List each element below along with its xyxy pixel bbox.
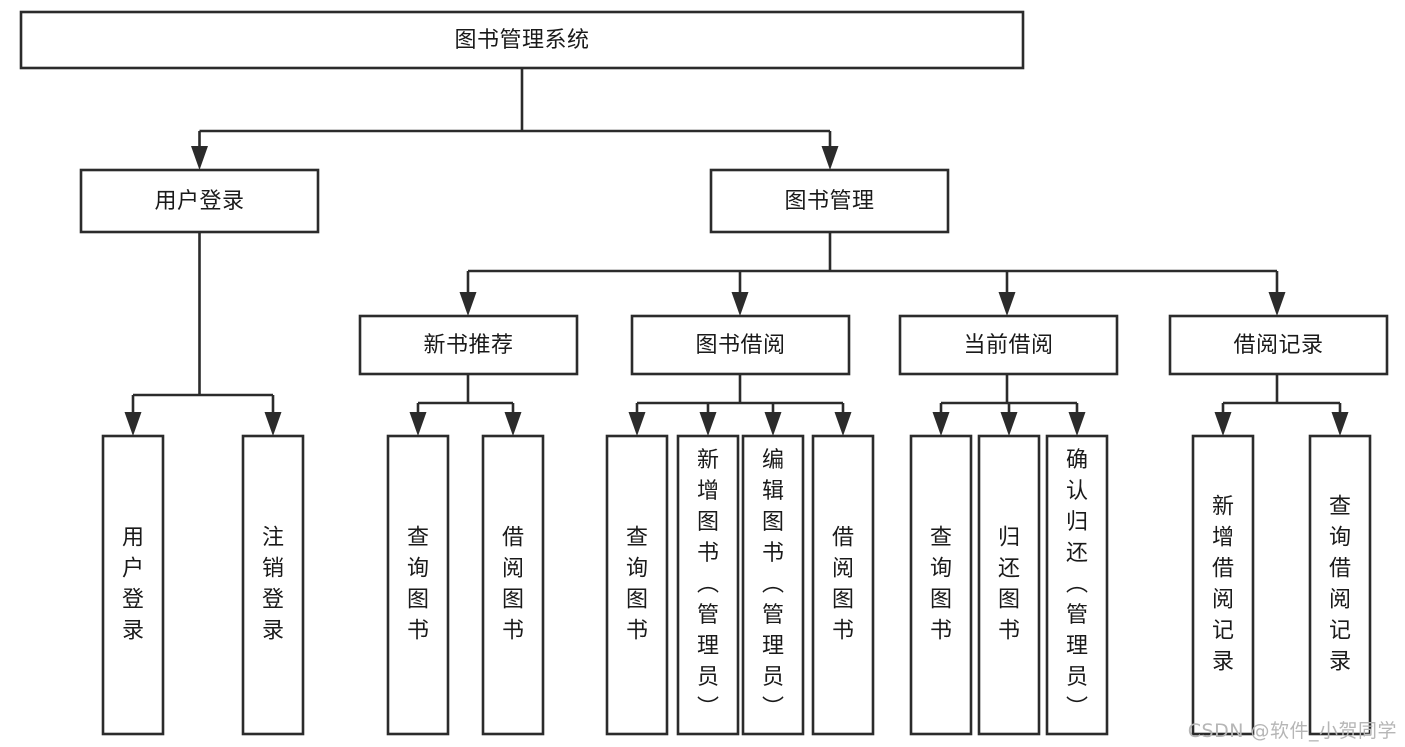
arrowhead-leaf-add-record: [1214, 412, 1232, 436]
node-book-mgmt[interactable]: 图书管理: [709, 168, 950, 234]
node-root[interactable]: 图书管理系统: [19, 10, 1025, 70]
node-new-book-rec[interactable]: 新书推荐: [358, 314, 579, 376]
arrowhead-new-book-rec: [459, 292, 477, 316]
arrowhead-leaf-add-book: [699, 412, 717, 436]
node-book-mgmt-box[interactable]: [709, 168, 950, 234]
csdn-watermark: CSDN @软件_小贺同学: [1187, 720, 1397, 742]
node-leaf-borrow-book-a[interactable]: 借阅图书: [481, 434, 545, 736]
node-leaf-query-record-label: 查询借阅记录: [1329, 495, 1351, 675]
node-leaf-query-book-a[interactable]: 查询图书: [386, 434, 450, 736]
node-leaf-borrow-book-b[interactable]: 借阅图书: [811, 434, 875, 736]
node-leaf-add-record-label: 新增借阅记录: [1212, 495, 1234, 675]
arrowhead-leaf-confirm-return: [1068, 412, 1086, 436]
node-leaf-borrow-book-a-box[interactable]: [481, 434, 545, 736]
node-leaf-edit-book-box[interactable]: [741, 434, 805, 736]
node-leaf-return-book-label: 归还图书: [998, 526, 1020, 644]
node-leaf-add-book-box[interactable]: [676, 434, 740, 736]
arrowhead-leaf-edit-book: [764, 412, 782, 436]
node-leaf-borrow-book-a-label: 借阅图书: [502, 526, 524, 644]
node-leaf-edit-book-label: 编辑图书︵管理员︶: [762, 448, 784, 721]
node-leaf-query-book-a-box[interactable]: [386, 434, 450, 736]
arrowhead-leaf-borrow-book-a: [504, 412, 522, 436]
node-leaf-user-login-box[interactable]: [101, 434, 165, 736]
arrowhead-leaf-query-book-a: [409, 412, 427, 436]
node-current-borrow-box[interactable]: [898, 314, 1119, 376]
node-leaf-query-book-c[interactable]: 查询图书: [909, 434, 973, 736]
node-borrow-record-label: 借阅记录: [1233, 333, 1323, 358]
node-root-box[interactable]: [19, 10, 1025, 70]
node-borrow-record[interactable]: 借阅记录: [1168, 314, 1389, 376]
node-leaf-return-book[interactable]: 归还图书: [977, 434, 1041, 736]
node-user-login[interactable]: 用户登录: [79, 168, 320, 234]
node-borrow-record-box[interactable]: [1168, 314, 1389, 376]
node-leaf-add-book-label: 新增图书︵管理员︶: [697, 448, 719, 721]
node-leaf-edit-book[interactable]: 编辑图书︵管理员︶: [741, 434, 805, 736]
node-leaf-add-book[interactable]: 新增图书︵管理员︶: [676, 434, 740, 736]
node-leaf-query-book-b-label: 查询图书: [626, 526, 648, 644]
node-leaf-logout-login-label: 注销登录: [262, 526, 284, 644]
arrowhead-borrow-record: [1268, 292, 1286, 316]
node-new-book-rec-box[interactable]: [358, 314, 579, 376]
arrowhead-leaf-borrow-book-b: [834, 412, 852, 436]
node-leaf-query-record-box[interactable]: [1308, 434, 1372, 736]
arrowhead-book-borrow: [731, 292, 749, 316]
edge-layer: [124, 68, 1349, 436]
arrowhead-leaf-query-book-c: [932, 412, 950, 436]
arrowhead-user-login: [191, 146, 208, 170]
node-leaf-add-record[interactable]: 新增借阅记录: [1191, 434, 1255, 736]
node-leaf-add-record-box[interactable]: [1191, 434, 1255, 736]
node-book-borrow-box[interactable]: [630, 314, 851, 376]
arrowhead-current-borrow: [998, 292, 1016, 316]
node-leaf-query-book-b-box[interactable]: [605, 434, 669, 736]
node-book-mgmt-label: 图书管理: [784, 189, 874, 214]
node-leaf-return-book-box[interactable]: [977, 434, 1041, 736]
node-leaf-confirm-return-box[interactable]: [1045, 434, 1109, 736]
arrowhead-leaf-query-record: [1331, 412, 1349, 436]
node-leaf-query-book-b[interactable]: 查询图书: [605, 434, 669, 736]
node-leaf-user-login-label: 用户登录: [122, 526, 144, 644]
node-leaf-query-book-a-label: 查询图书: [407, 526, 429, 644]
node-book-borrow[interactable]: 图书借阅: [630, 314, 851, 376]
node-leaf-borrow-book-b-box[interactable]: [811, 434, 875, 736]
arrowhead-leaf-query-book-b: [628, 412, 646, 436]
node-current-borrow[interactable]: 当前借阅: [898, 314, 1119, 376]
node-leaf-user-login[interactable]: 用户登录: [101, 434, 165, 736]
node-leaf-logout-login[interactable]: 注销登录: [241, 434, 305, 736]
node-book-borrow-label: 图书借阅: [695, 333, 785, 358]
node-root-label: 图书管理系统: [454, 28, 589, 53]
node-leaf-query-record[interactable]: 查询借阅记录: [1308, 434, 1372, 736]
node-user-login-box[interactable]: [79, 168, 320, 234]
node-leaf-borrow-book-b-label: 借阅图书: [832, 526, 854, 644]
node-leaf-query-book-c-label: 查询图书: [930, 526, 952, 644]
node-leaf-confirm-return-label: 确认归还︵管理员︶: [1066, 448, 1088, 721]
node-leaf-query-book-c-box[interactable]: [909, 434, 973, 736]
node-leaf-confirm-return[interactable]: 确认归还︵管理员︶: [1045, 434, 1109, 736]
node-leaf-logout-login-box[interactable]: [241, 434, 305, 736]
arrowhead-leaf-logout-login: [264, 412, 282, 436]
node-new-book-rec-label: 新书推荐: [423, 333, 513, 358]
node-current-borrow-label: 当前借阅: [963, 333, 1053, 358]
arrowhead-book-mgmt: [821, 146, 839, 170]
arrowhead-leaf-return-book: [1000, 412, 1018, 436]
node-user-login-label: 用户登录: [154, 189, 244, 214]
arrowhead-leaf-user-login: [124, 412, 142, 436]
